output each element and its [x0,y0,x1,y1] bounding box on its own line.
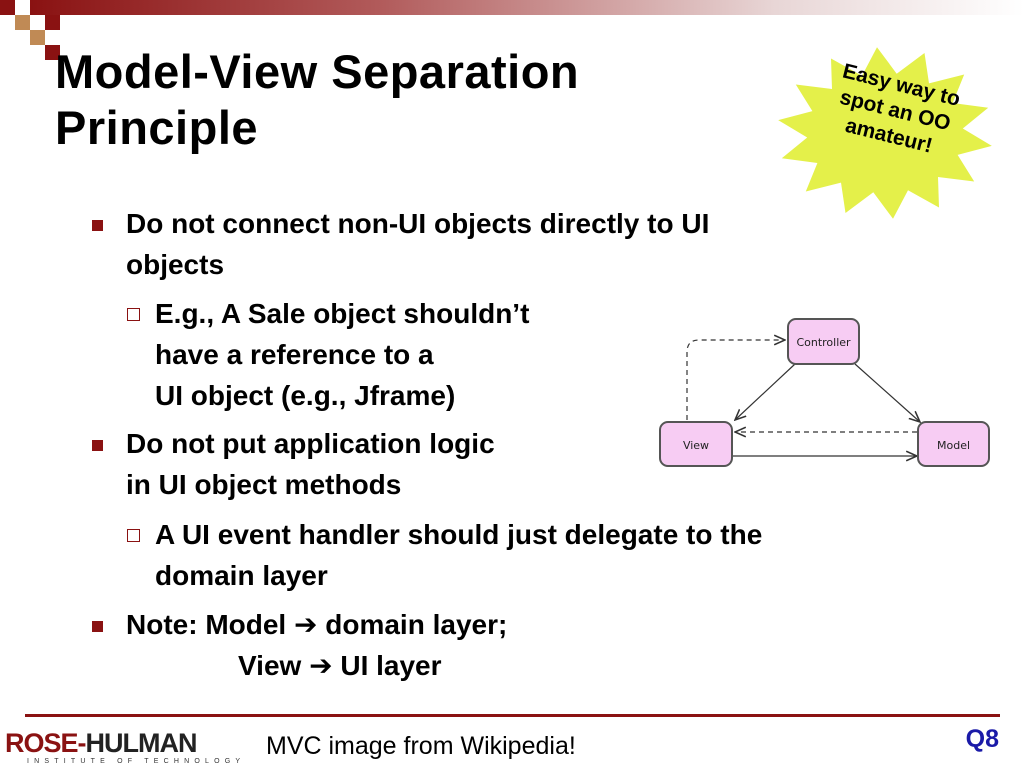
controller-label: Controller [796,336,851,349]
controller-node: Controller [787,318,860,365]
sub-bullet-text: have a reference to a [155,339,434,370]
logo-dash: - [77,728,87,758]
top-accent-bar [30,0,1024,15]
model-node: Model [917,421,990,467]
sub-bullet-box-icon [127,308,140,321]
right-arrow-icon: ➔ [309,649,333,682]
sub-bullet-item: E.g., A Sale object shouldn’t have a ref… [155,293,529,416]
slide-number: Q8 [965,725,999,753]
mvc-diagram: Controller View Model [659,318,990,467]
bullet-text: in UI object methods [126,469,402,500]
bullet-item: Do not connect non-UI objects directly t… [126,203,709,285]
right-arrow-icon: ➔ [294,608,318,641]
title-line-1: Model-View Separation [55,45,580,98]
starburst-callout [778,47,992,219]
sub-bullet-item: A UI event handler should just delegate … [155,514,762,596]
arrow-controller-to-model [854,363,920,422]
logo-hulman: HULMAN [85,728,198,758]
bullet-item: Note: Model ➔ domain layer; View ➔ UI la… [126,604,507,686]
note-label: Note: Model [126,609,287,640]
image-caption: MVC image from Wikipedia! [266,732,576,760]
note-text: UI layer [340,650,442,681]
logo-wordmark: ROSE-HULMAN [5,728,198,758]
sub-bullet-text: E.g., A Sale object shouldn’t [155,298,530,329]
view-label: View [683,439,709,452]
bullet-square-icon [92,621,103,632]
sub-bullet-text: UI object (e.g., Jframe) [155,380,456,411]
note-text: domain layer; [325,609,508,640]
rose-hulman-logo: ROSE-HULMAN INSTITUTE OF TECHNOLOGY [5,728,240,768]
sub-bullet-text: domain layer [155,560,328,591]
bullet-text: Do not put application logic [126,428,495,459]
model-label: Model [937,439,970,452]
note-line-2: View ➔ UI layer [126,645,507,686]
sub-bullet-text: A UI event handler should just delegate … [155,519,763,550]
note-line-1: Note: Model ➔ domain layer; [126,604,507,645]
sub-bullet-box-icon [127,529,140,542]
bullet-text: objects [126,249,225,280]
bullet-square-icon [92,440,103,451]
note-label: View [238,650,302,681]
view-node: View [659,421,733,467]
arrow-controller-to-view [735,363,796,420]
logo-subtitle: INSTITUTE OF TECHNOLOGY [27,758,246,765]
title-line-2: Principle [55,101,259,154]
dashed-arrow-view-to-controller [686,340,785,420]
slide-title: Model-View Separation Principle [55,44,579,156]
bullet-text: Do not connect non-UI objects directly t… [126,208,710,239]
bullet-item: Do not put application logic in UI objec… [126,423,495,505]
logo-rose: ROSE [5,728,79,758]
footer-divider [25,714,1000,717]
bullet-square-icon [92,220,103,231]
